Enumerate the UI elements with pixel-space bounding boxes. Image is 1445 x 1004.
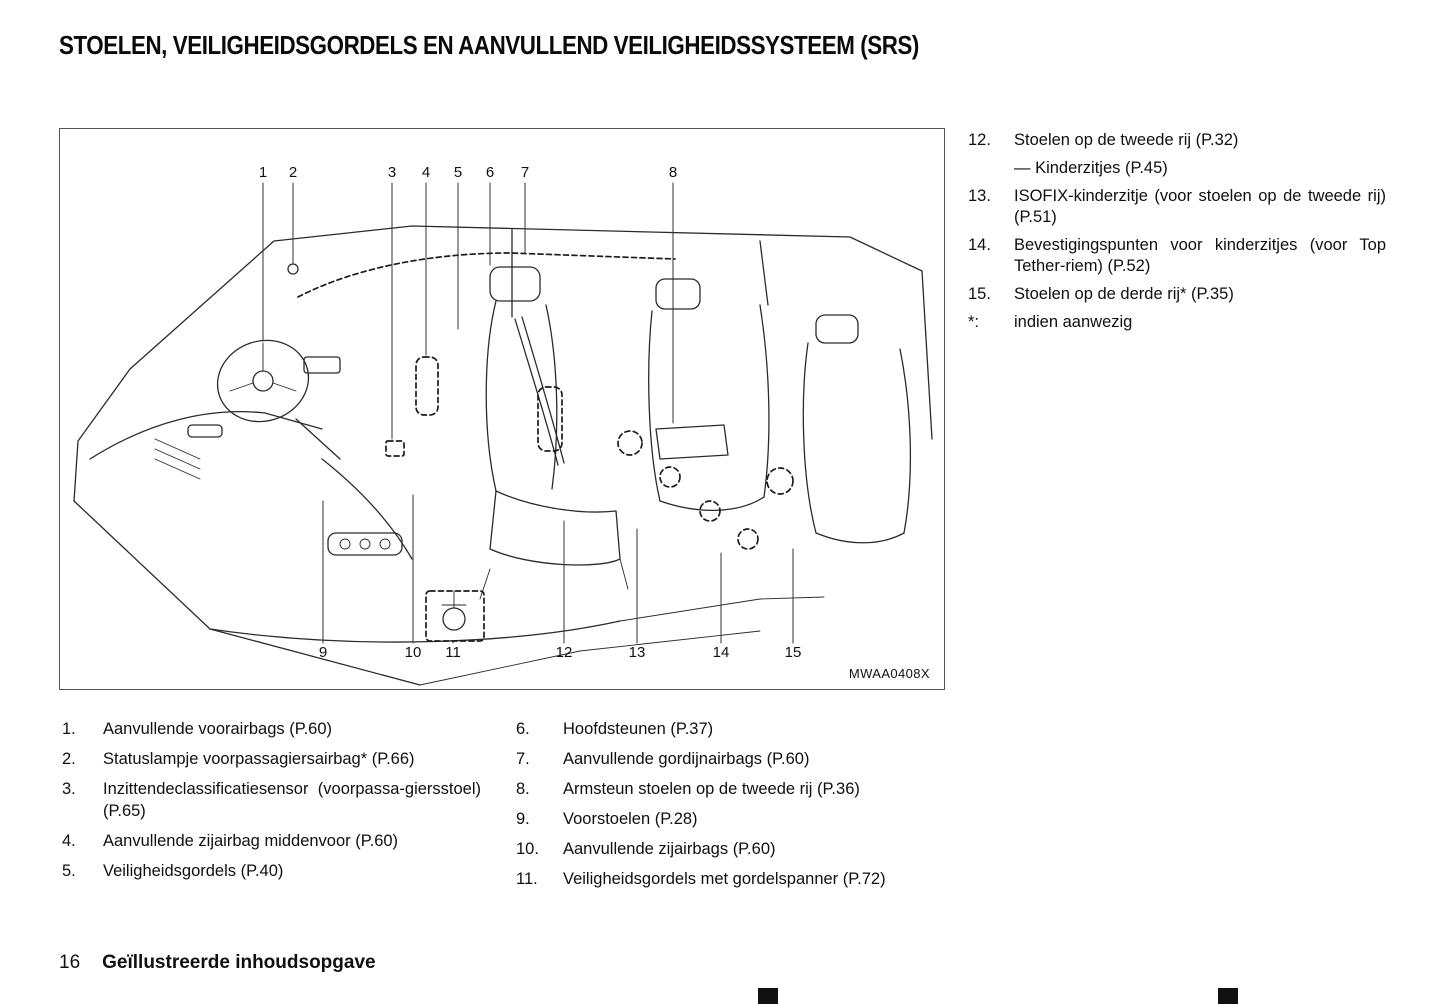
list-item-number: 5. xyxy=(62,862,76,880)
list-item: 15. Stoelen op de derde rij* (P.35) xyxy=(968,284,1392,305)
legend-bottom-left: 1. Aanvullende voorairbags (P.60) 2. Sta… xyxy=(62,718,482,890)
list-item: 9. Voorstoelen (P.28) xyxy=(516,808,956,830)
page-title: STOELEN, VEILIGHEIDSGORDELS EN AANVULLEN… xyxy=(59,30,919,60)
list-item-text: Voorstoelen (P.28) xyxy=(563,810,698,828)
list-item-number: 1. xyxy=(62,720,76,738)
page-footer: 16 Geïllustreerde inhoudsopgave xyxy=(59,952,376,974)
legend-right: 12. Stoelen op de tweede rij (P.32) — Ki… xyxy=(968,130,1392,340)
figure-callout-3: 3 xyxy=(387,164,397,181)
list-item-text: Statuslampje voorpassagiersairbag* (P.66… xyxy=(103,750,415,768)
list-item-text: Bevestigingspunten voor kinderzitjes (vo… xyxy=(1014,236,1386,275)
figure-callout-13: 13 xyxy=(628,644,646,661)
figure-callout-2: 2 xyxy=(288,164,298,181)
footer-section-title: Geïllustreerde inhoudsopgave xyxy=(102,952,376,973)
figure-callout-11: 11 xyxy=(445,644,461,661)
list-item: 14. Bevestigingspunten voor kinderzitjes… xyxy=(968,235,1392,277)
list-item-text: — Kinderzitjes (P.45) xyxy=(1014,159,1168,177)
list-item-text: Hoofdsteunen (P.37) xyxy=(563,720,714,738)
list-item: 6. Hoofdsteunen (P.37) xyxy=(516,718,956,740)
figure-callout-7: 7 xyxy=(520,164,530,181)
list-item: 8. Armsteun stoelen op de tweede rij (P.… xyxy=(516,778,956,800)
list-item-number: 8. xyxy=(516,780,530,798)
figure-callout-9: 9 xyxy=(318,644,328,661)
list-item: *: indien aanwezig xyxy=(968,312,1392,333)
list-item-number: *: xyxy=(968,313,980,331)
list-item-text: Aanvullende zijairbag middenvoor (P.60) xyxy=(103,832,399,850)
list-item-number: 13. xyxy=(968,187,991,205)
list-item-number: 12. xyxy=(968,131,991,149)
list-item-text: Armsteun stoelen op de tweede rij (P.36) xyxy=(563,780,860,798)
list-item: 3. Inzittendeclassificatiesensor (voorpa… xyxy=(62,778,482,822)
list-item-number: 7. xyxy=(516,750,530,768)
print-registration-mark xyxy=(1218,988,1238,1004)
list-item-text: Stoelen op de derde rij* (P.35) xyxy=(1014,285,1234,303)
figure-callout-6: 6 xyxy=(485,164,495,181)
list-item-number: 11. xyxy=(516,870,538,888)
list-item-number: 4. xyxy=(62,832,76,850)
list-item-text: Aanvullende gordijnairbags (P.60) xyxy=(563,750,810,768)
footer-page-number: 16 xyxy=(59,952,81,973)
list-item: 7. Aanvullende gordijnairbags (P.60) xyxy=(516,748,956,770)
list-item: 13. ISOFIX-kinderzitje (voor stoelen op … xyxy=(968,186,1392,228)
list-item: 10. Aanvullende zijairbags (P.60) xyxy=(516,838,956,860)
figure-callout-8: 8 xyxy=(668,164,678,181)
list-item-text: Veiligheidsgordels met gordelspanner (P.… xyxy=(563,870,886,888)
list-item: 4. Aanvullende zijairbag middenvoor (P.6… xyxy=(62,830,482,852)
list-item-number xyxy=(968,158,1014,179)
figure-box: 1 2 3 4 5 6 7 8 9 10 11 12 13 14 15 MWAA… xyxy=(59,128,945,690)
list-item-number: 15. xyxy=(968,285,991,303)
figure-callout-15: 15 xyxy=(784,644,802,661)
list-item: 1. Aanvullende voorairbags (P.60) xyxy=(62,718,482,740)
list-item-text: Veiligheidsgordels (P.40) xyxy=(103,862,284,880)
list-subitem: — Kinderzitjes (P.45) xyxy=(968,158,1392,179)
list-item: 11. Veiligheidsgordels met gordelspanner… xyxy=(516,868,956,890)
legend-bottom-right: 6. Hoofdsteunen (P.37) 7. Aanvullende go… xyxy=(516,718,956,898)
list-item-number: 6. xyxy=(516,720,530,738)
list-item-number: 10. xyxy=(516,840,539,858)
list-item-number: 9. xyxy=(516,810,530,828)
list-item-text: Aanvullende voorairbags (P.60) xyxy=(103,720,333,738)
figure-code: MWAA0408X xyxy=(848,666,930,681)
list-item: 2. Statuslampje voorpassagiersairbag* (P… xyxy=(62,748,482,770)
list-item-text: Inzittendeclassificatiesensor (voorpassa… xyxy=(103,780,481,820)
figure-callout-4: 4 xyxy=(421,164,431,181)
list-item: 12. Stoelen op de tweede rij (P.32) xyxy=(968,130,1392,151)
figure-callout-10: 10 xyxy=(404,644,422,661)
list-item-text: Stoelen op de tweede rij (P.32) xyxy=(1014,131,1239,149)
list-item: 5. Veiligheidsgordels (P.40) xyxy=(62,860,482,882)
list-item-text: ISOFIX-kinderzitje (voor stoelen op de t… xyxy=(1014,187,1386,226)
list-item-number: 3. xyxy=(62,780,76,798)
list-item-number: 2. xyxy=(62,750,76,768)
figure-callout-14: 14 xyxy=(712,644,730,661)
print-registration-mark xyxy=(758,988,778,1004)
figure-callout-5: 5 xyxy=(453,164,463,181)
list-item-text: Aanvullende zijairbags (P.60) xyxy=(563,840,776,858)
list-item-number: 14. xyxy=(968,236,991,254)
car-interior-illustration xyxy=(73,182,933,686)
list-item-text: indien aanwezig xyxy=(1014,313,1133,331)
figure-callout-12: 12 xyxy=(555,644,573,661)
figure-callout-1: 1 xyxy=(258,164,268,181)
